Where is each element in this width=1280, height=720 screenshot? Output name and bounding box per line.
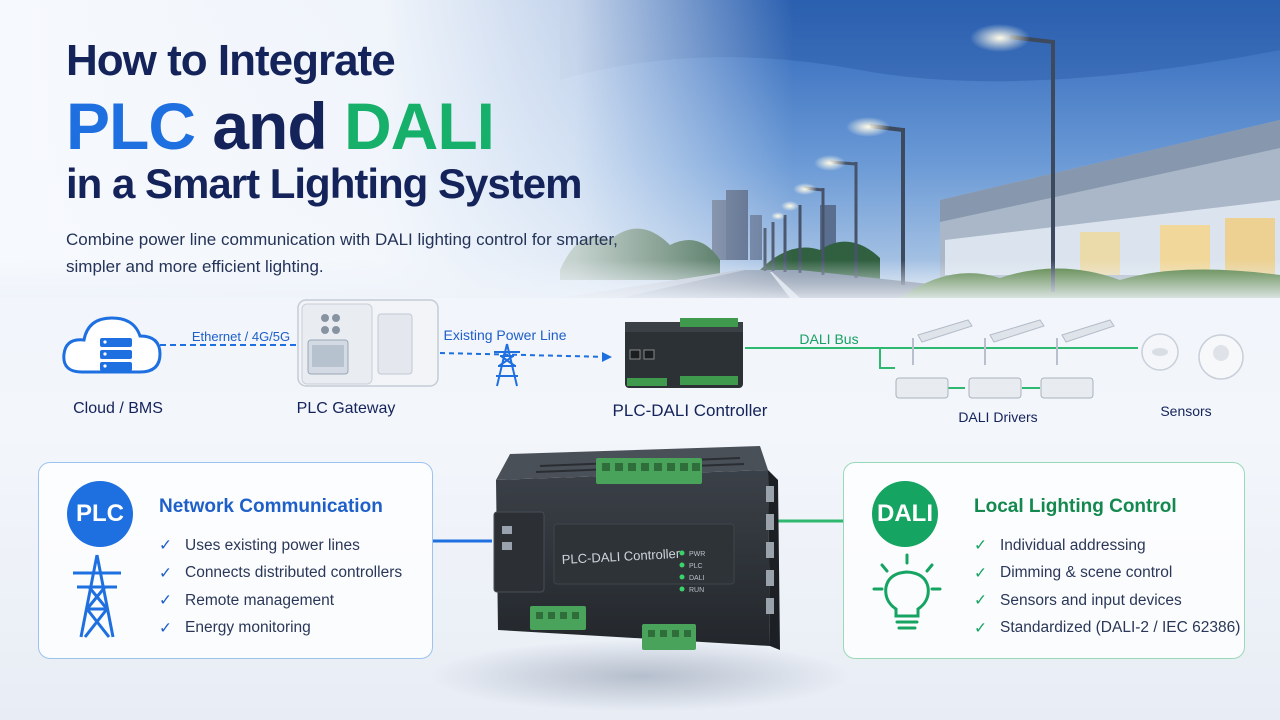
title-dali: DALI xyxy=(344,89,495,163)
light-bulb-icon xyxy=(872,553,942,630)
check-icon: ✓ xyxy=(974,619,987,637)
check-icon: ✓ xyxy=(974,592,987,610)
list-item: ✓ Dimming & scene control xyxy=(974,560,1240,588)
check-icon: ✓ xyxy=(159,619,172,637)
dali-feature-list: ✓ Individual addressing ✓ Dimming & scene … xyxy=(974,532,1240,642)
sensors-label: Sensors xyxy=(1160,403,1212,419)
plc-dali-controller-product: PLC-DALI Controller PWR PLC DALI RUN xyxy=(430,446,850,712)
led-label: RUN xyxy=(689,587,704,594)
power-pylon-icon xyxy=(494,343,520,387)
dali-card-title: Local Lighting Control xyxy=(974,496,1177,517)
list-item: ✓ Energy monitoring xyxy=(159,615,402,643)
list-item: ✓ Remote management xyxy=(159,587,402,615)
hero-bottom-fade xyxy=(0,260,1280,298)
power-line-connector xyxy=(439,352,611,358)
feature-text: Connects distributed controllers xyxy=(185,564,403,582)
controller-label: PLC-DALI Controller xyxy=(612,401,768,420)
feature-text: Remote management xyxy=(185,591,335,609)
luminaire-fixtures xyxy=(917,319,1115,343)
list-item: ✓ Sensors and input devices xyxy=(974,587,1240,615)
dali-bus-label: DALI Bus xyxy=(799,331,859,347)
dali-card: DALI Local Lighting Control ✓ Individual … xyxy=(843,462,1245,659)
plc-gateway-label: PLC Gateway xyxy=(296,400,396,417)
led-label: DALI xyxy=(689,575,705,582)
dali-badge: DALI xyxy=(872,481,938,547)
title-and: and xyxy=(195,89,345,163)
title-plc: PLC xyxy=(66,89,196,163)
dali-wiring xyxy=(879,348,1040,389)
check-icon: ✓ xyxy=(974,564,987,582)
led-label: PWR xyxy=(689,551,705,558)
feature-text: Energy monitoring xyxy=(185,619,311,637)
ethernet-label: Ethernet / 4G/5G xyxy=(191,329,291,344)
dali-luminaires xyxy=(912,338,1058,365)
list-item: ✓ Connects distributed controllers xyxy=(159,560,402,588)
power-line-arrow xyxy=(602,352,612,362)
status-leds: PWR PLC DALI RUN xyxy=(679,550,705,594)
list-item: ✓ Standardized (DALI-2 / IEC 62386) xyxy=(974,615,1240,643)
controller-product-label: PLC-DALI Controller xyxy=(561,546,681,567)
hero-subtitle: Combine power line communication with DA… xyxy=(66,230,618,276)
title-line-3: in a Smart Lighting System xyxy=(66,160,582,207)
hero-banner: How to Integrate PLC and DALI in a Smart… xyxy=(0,0,1280,298)
feature-text: Dimming & scene control xyxy=(1000,564,1173,582)
feature-text: Individual addressing xyxy=(1000,536,1146,554)
feature-text: Sensors and input devices xyxy=(1000,591,1182,609)
plc-card-title: Network Communication xyxy=(159,496,383,517)
dali-driver-units xyxy=(895,377,1094,399)
title-line-1: How to Integrate xyxy=(66,36,396,85)
check-icon: ✓ xyxy=(159,564,172,582)
title-line-2: PLC and DALI xyxy=(66,88,495,164)
check-icon: ✓ xyxy=(159,537,172,555)
plc-dali-controller-device xyxy=(625,318,743,388)
led-label: PLC xyxy=(689,563,703,570)
check-icon: ✓ xyxy=(974,537,987,555)
plc-card: PLC Network Communication ✓ Uses existing… xyxy=(38,462,433,659)
cloud-bms-icon xyxy=(62,316,162,374)
feature-text: Standardized (DALI-2 / IEC 62386) xyxy=(1000,619,1241,637)
power-line-label: Existing Power Line xyxy=(443,327,567,343)
list-item: ✓ Individual addressing xyxy=(974,532,1240,560)
list-item: ✓ Uses existing power lines xyxy=(159,532,402,560)
feature-text: Uses existing power lines xyxy=(185,536,360,554)
plc-gateway-device xyxy=(297,299,439,387)
cloud-bms-label: Cloud / BMS xyxy=(73,400,163,417)
plc-feature-list: ✓ Uses existing power lines ✓ Connects dis… xyxy=(159,532,402,642)
plc-badge: PLC xyxy=(67,481,133,547)
hero-fade xyxy=(0,0,1280,298)
sensor-devices xyxy=(1141,333,1244,380)
dali-drivers-label: DALI Drivers xyxy=(958,409,1038,425)
transmission-tower-icon xyxy=(73,554,121,638)
check-icon: ✓ xyxy=(159,592,172,610)
system-flow-diagram xyxy=(62,299,1244,399)
